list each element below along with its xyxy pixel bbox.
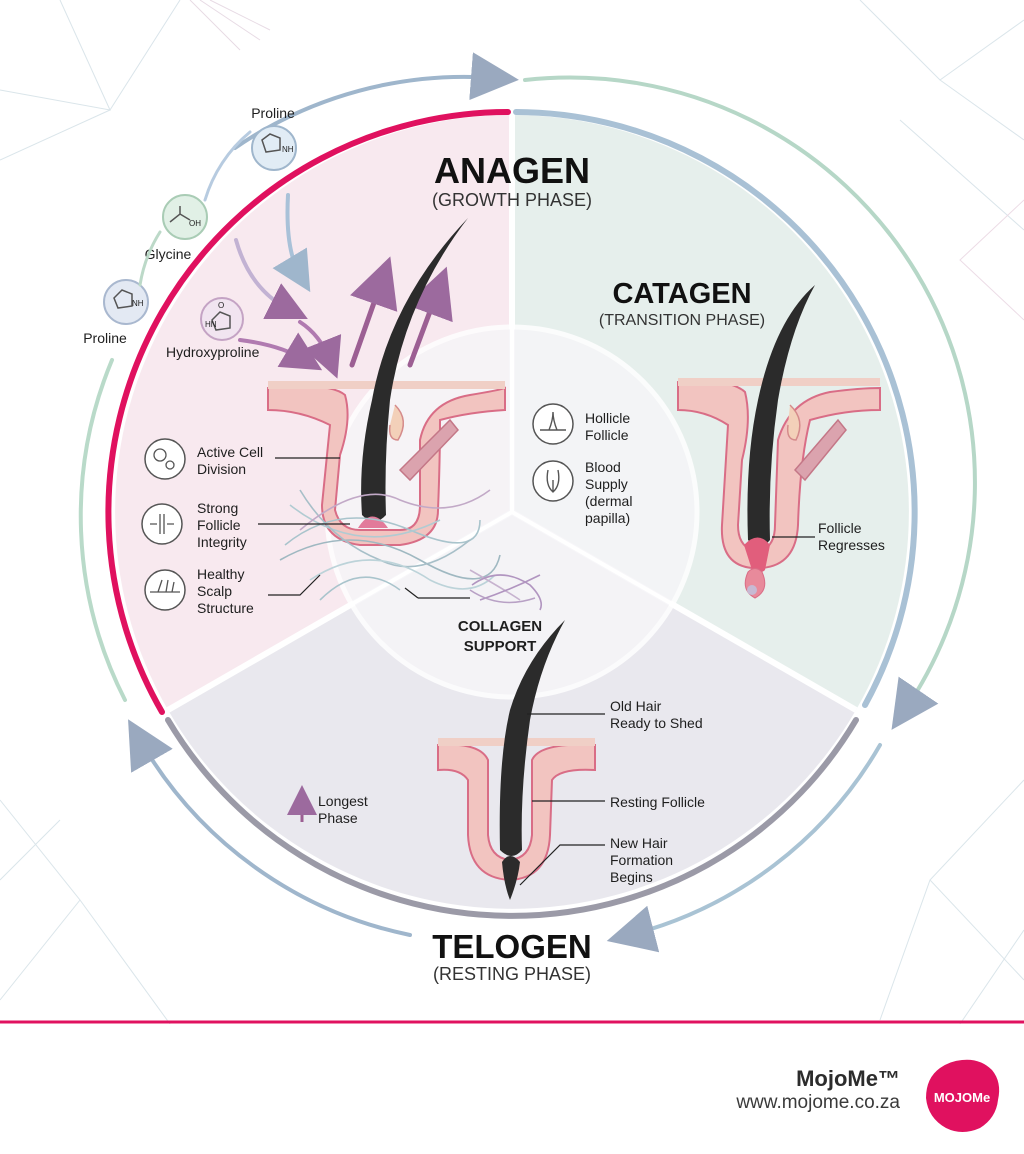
- svg-text:Longest: Longest: [318, 793, 368, 809]
- svg-text:NH: NH: [282, 145, 294, 154]
- telogen-title: TELOGEN: [432, 928, 592, 965]
- blood-supply-item: Blood Supply (dermal papilla): [532, 459, 632, 526]
- svg-text:Blood: Blood: [585, 459, 621, 475]
- svg-text:Hollicle: Hollicle: [585, 410, 630, 426]
- catagen-ring: [513, 109, 918, 708]
- hair-growth-cycle-diagram: ANAGEN (GROWTH PHASE) CATAGEN (TRANSITIO…: [0, 0, 1024, 1024]
- svg-text:Follicle: Follicle: [585, 427, 629, 443]
- resting-follicle-label: Resting Follicle: [610, 794, 705, 810]
- phase-rings: [105, 109, 918, 919]
- svg-text:OH: OH: [189, 219, 201, 228]
- active-cell-division-callout: Active Cell Division: [144, 438, 340, 480]
- follicle-regresses-label-2: Regresses: [818, 537, 885, 553]
- svg-text:MOJOMe: MOJOMe: [934, 1090, 990, 1105]
- catagen-follicle-illustration: [677, 285, 881, 599]
- svg-text:(dermal: (dermal: [585, 493, 632, 509]
- proline-top-molecule: NH: [251, 125, 297, 171]
- svg-text:Supply: Supply: [585, 476, 628, 492]
- blood-drop-icon: [546, 469, 560, 493]
- proline-left-molecule: NH: [103, 279, 149, 325]
- strong-follicle-integrity-callout: Strong Follicle Integrity: [141, 500, 350, 550]
- collagen-support-label-2: SUPPORT: [464, 638, 537, 655]
- glycine-molecule: OH: [162, 194, 208, 240]
- svg-text:NH: NH: [132, 299, 144, 308]
- anagen-follicle-illustration: [267, 218, 506, 546]
- old-hair-label-1: Old Hair: [610, 698, 662, 714]
- proline-left-label: Proline: [83, 330, 127, 346]
- proline-top-label: Proline: [251, 105, 295, 121]
- svg-text:Integrity: Integrity: [197, 534, 247, 550]
- svg-text:Follicle: Follicle: [197, 517, 241, 533]
- anagen-title: ANAGEN: [434, 150, 590, 191]
- anagen-ring: [105, 109, 511, 715]
- svg-text:Structure: Structure: [197, 600, 254, 616]
- catagen-title: CATAGEN: [612, 278, 751, 310]
- svg-text:Scalp: Scalp: [197, 583, 232, 599]
- cell-icon: [153, 448, 167, 462]
- svg-text:HN: HN: [205, 320, 217, 329]
- hydroxyproline-molecule: HN O: [200, 297, 244, 341]
- telogen-follicle-illustration: [437, 620, 596, 900]
- glycine-label: Glycine: [145, 246, 192, 262]
- cycle-arrow-left: [128, 719, 412, 937]
- new-hair-label-3: Begins: [610, 869, 653, 885]
- svg-text:papilla): papilla): [585, 510, 630, 526]
- healthy-scalp-structure-callout: Healthy Scalp Structure: [144, 566, 321, 616]
- cycle-arrow-bottom: [606, 743, 882, 953]
- cycle-arrow-right: [523, 75, 977, 730]
- pyrrolidine-ring-icon: [113, 289, 133, 309]
- hydroxyproline-label: Hydroxyproline: [166, 344, 260, 360]
- hydroxyproline-ring-icon: [211, 311, 231, 331]
- scalp-icon: [150, 579, 180, 593]
- collagen-fiber-network: [279, 489, 543, 611]
- svg-text:Strong: Strong: [197, 500, 238, 516]
- follicle-icon: [540, 411, 566, 431]
- mojome-logo[interactable]: MOJOMe: [922, 1056, 1002, 1136]
- old-hair-label-2: Ready to Shed: [610, 715, 703, 731]
- anagen-subtitle: (GROWTH PHASE): [432, 190, 592, 210]
- brand-url[interactable]: www.mojome.co.za: [736, 1092, 900, 1113]
- svg-text:O: O: [218, 301, 224, 310]
- new-hair-label-2: Formation: [610, 852, 673, 868]
- hollicle-follicle-item: Hollicle Follicle: [532, 403, 630, 445]
- svg-text:Active Cell: Active Cell: [197, 444, 263, 460]
- compress-icon: [150, 514, 174, 534]
- brand-name: MojoMe™: [796, 1066, 900, 1091]
- telogen-ring: [165, 717, 859, 919]
- collagen-support-label-1: COLLAGEN: [458, 618, 542, 635]
- svg-text:Division: Division: [197, 461, 246, 477]
- longest-phase-callout: Longest Phase: [287, 785, 368, 826]
- new-hair-label-1: New Hair: [610, 835, 668, 851]
- footer: MojoMe™ www.mojome.co.za MOJOMe: [0, 1024, 1024, 1154]
- decorative-lines: [0, 0, 1024, 1024]
- telogen-subtitle: (RESTING PHASE): [433, 964, 591, 984]
- carboxyl-group-icon: [169, 206, 191, 223]
- pyrrolidine-ring-icon: [261, 133, 281, 153]
- catagen-subtitle: (TRANSITION PHASE): [599, 312, 765, 329]
- svg-text:Healthy: Healthy: [197, 566, 244, 582]
- cycle-arrow-left-upper: [78, 358, 127, 702]
- svg-text:Phase: Phase: [318, 810, 358, 826]
- amino-acid-flow-arrows: [138, 130, 453, 379]
- follicle-regresses-label-1: Follicle: [818, 520, 862, 536]
